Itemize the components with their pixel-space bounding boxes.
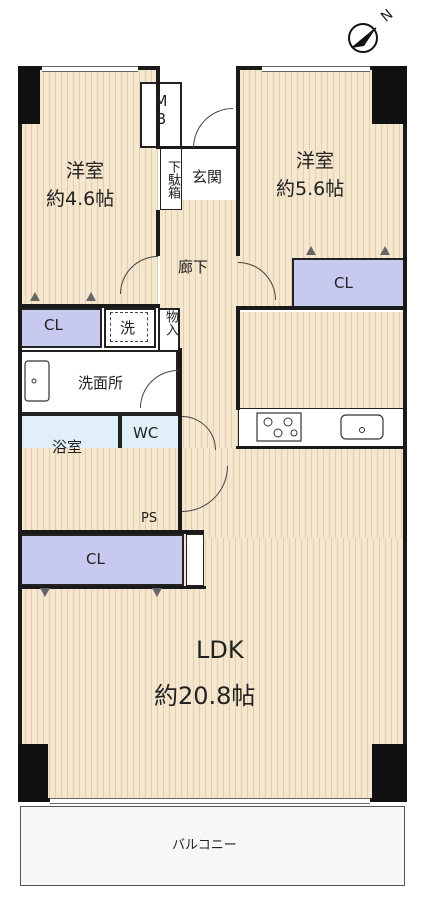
ps-label: PS xyxy=(141,511,158,526)
closet-3-label: CL xyxy=(86,550,105,568)
storage xyxy=(158,308,180,352)
balcony xyxy=(20,806,405,886)
ldk-name: LDK xyxy=(196,636,244,664)
north-arrow-icon xyxy=(348,23,378,53)
kitchen xyxy=(238,312,405,408)
western-room-1-name: 洋室 xyxy=(66,160,105,182)
entrance xyxy=(183,148,236,200)
entrance-label: 玄関 xyxy=(192,168,223,186)
wc-label: WC xyxy=(133,424,159,442)
western-room-2-size: 約5.6帖 xyxy=(276,178,345,200)
mb-label: MB xyxy=(152,92,170,128)
ldk-size: 約20.8帖 xyxy=(154,682,256,710)
western-room-1-size: 約4.6帖 xyxy=(46,188,115,210)
western-room-2-name: 洋室 xyxy=(296,150,335,172)
closet-1-label: CL xyxy=(44,316,63,334)
sink-icon xyxy=(340,414,384,440)
washroom-label: 洗面所 xyxy=(78,374,124,392)
washbasin-icon xyxy=(24,360,50,402)
closet-2-label: CL xyxy=(334,274,353,292)
window xyxy=(42,66,138,72)
bathroom-label: 浴室 xyxy=(52,438,83,456)
closet-3 xyxy=(20,534,184,586)
stove-icon xyxy=(256,412,302,442)
laundry-label: 洗 xyxy=(120,319,136,337)
balcony-label: バルコニー xyxy=(172,838,237,853)
window xyxy=(50,798,370,804)
storage-label: 物入 xyxy=(163,310,178,336)
shoe-box-label: 下駄箱 xyxy=(165,160,180,199)
hallway-label: 廊下 xyxy=(178,258,209,276)
window xyxy=(262,66,370,72)
